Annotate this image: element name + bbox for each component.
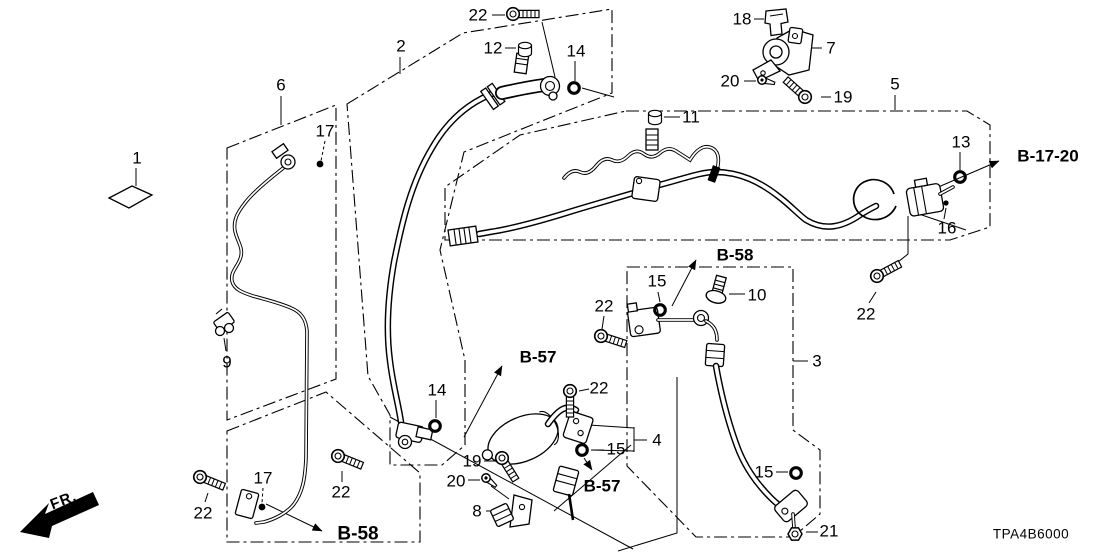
callout-11: 11 [682, 107, 700, 127]
bolt-22-icon [867, 257, 904, 286]
oring-14-icon [428, 419, 442, 433]
callout-22: 22 [589, 378, 609, 398]
callout-6: 6 [276, 75, 286, 95]
oring-15-icon [789, 466, 803, 480]
callout-B-58: B-58 [716, 245, 754, 265]
bolt-22-icon [190, 467, 228, 494]
callout-18: 18 [732, 9, 752, 29]
nut-21-icon [787, 527, 803, 541]
callout-5: 5 [890, 74, 900, 94]
callout-B-58: B-58 [337, 523, 379, 545]
callout-7: 7 [826, 38, 836, 58]
solid-box-lines [389, 377, 678, 552]
callout-13: 13 [951, 132, 971, 152]
callout-10: 10 [747, 285, 767, 305]
bolt-22-icon [505, 6, 540, 22]
bolt-22-icon [328, 446, 366, 473]
callout-22: 22 [468, 5, 488, 25]
cap-11-icon [647, 109, 663, 126]
receiver-assembly-4 [481, 404, 594, 521]
oring-13-icon [953, 170, 967, 184]
callout-16: 16 [937, 218, 957, 238]
sensor-8-icon [490, 494, 533, 528]
bolt-22-icon [592, 327, 629, 351]
clip-18-icon [764, 8, 789, 37]
valve-10-icon [705, 274, 728, 304]
oring-14-icon [567, 81, 581, 95]
diagram-code: TPA4B6000 [992, 526, 1070, 542]
callout-19: 19 [462, 451, 482, 471]
callout-14: 14 [566, 41, 586, 61]
callout-15: 15 [606, 439, 626, 459]
oring-15-icon [575, 443, 589, 457]
reference-arrows [265, 160, 1000, 532]
callout-B-57: B-57 [519, 347, 557, 367]
callout-17: 17 [315, 121, 335, 141]
gasket-part-1 [107, 185, 154, 209]
callout-1: 1 [132, 148, 142, 168]
callout-22: 22 [856, 304, 876, 324]
callout-22: 22 [331, 482, 351, 502]
callout-2: 2 [396, 36, 406, 56]
callout-22: 22 [193, 503, 213, 523]
callout-15: 15 [647, 271, 667, 291]
cap-12-icon [517, 41, 533, 58]
clamp-17-lower-icon [258, 503, 266, 511]
callout-4: 4 [652, 430, 662, 450]
callout-9: 9 [222, 352, 232, 372]
callout-22: 22 [594, 296, 614, 316]
callout-B-57: B-57 [583, 476, 621, 496]
callout-8: 8 [472, 501, 482, 521]
bracket-7-icon [752, 26, 814, 82]
phantom-boxes [226, 8, 991, 543]
fr-direction-arrow [20, 492, 99, 538]
callout-14: 14 [427, 380, 447, 400]
callout-21: 21 [819, 521, 839, 541]
callout-17: 17 [253, 468, 273, 488]
callout-3: 3 [812, 351, 822, 371]
callout-20: 20 [446, 471, 466, 491]
bolt-16-icon [943, 200, 949, 206]
pipe-6 [229, 142, 309, 525]
callout-20: 20 [720, 71, 740, 91]
clamp-9-icon [213, 308, 235, 337]
pipe-assembly-5 [447, 128, 955, 247]
hose-3 [626, 302, 808, 530]
bolt-19-icon [780, 74, 815, 107]
hose-2 [384, 52, 561, 450]
callout-12: 12 [483, 38, 503, 58]
callout-19: 19 [833, 87, 853, 107]
clamp-17-upper-icon [316, 160, 324, 168]
callout-15: 15 [754, 462, 774, 482]
callout-B-17-20: B-17-20 [1017, 146, 1079, 166]
